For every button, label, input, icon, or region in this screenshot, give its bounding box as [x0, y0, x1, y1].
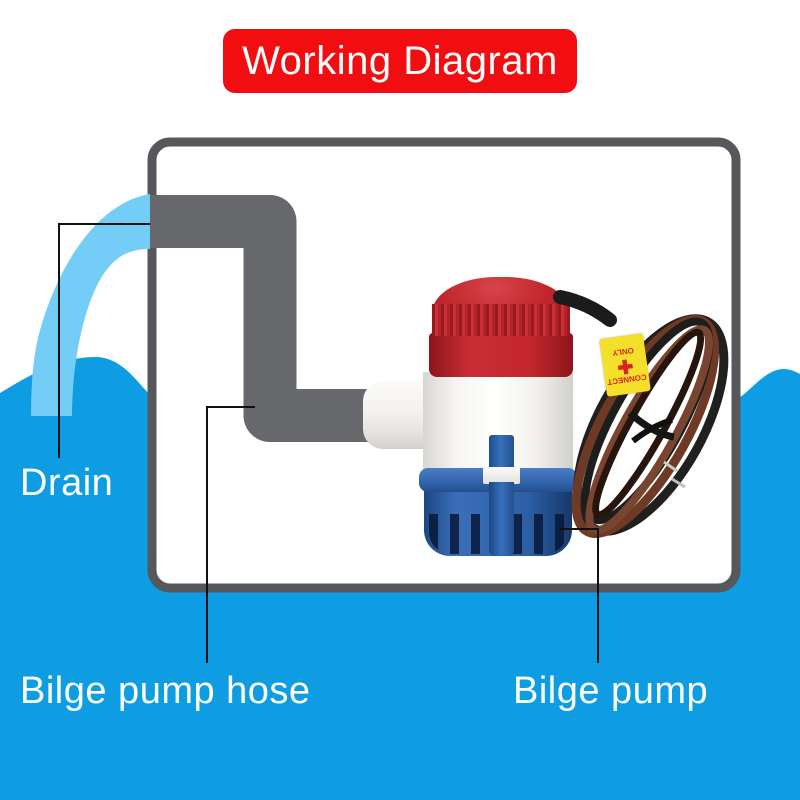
pump-clip-tab [489, 435, 514, 471]
drain-leader-line [58, 223, 150, 458]
bilge-pump-hose-label: Bilge pump hose [20, 670, 311, 712]
pump-cap-knurling [432, 304, 570, 336]
bilge-pump-hose-pipe [148, 195, 432, 442]
hose-leader-line [206, 406, 255, 663]
diagram-title-banner: Working Diagram [223, 29, 577, 93]
drain-water-stream [31, 194, 150, 416]
wire-terminal-tip [663, 460, 678, 473]
pump-leader-line [560, 528, 599, 663]
pump-cap-band [429, 333, 573, 377]
bilge-pump-label: Bilge pump [513, 670, 709, 712]
wire-wrap-2 [631, 417, 673, 444]
wire-terminal-tip-2 [671, 477, 686, 489]
wire-stub [553, 290, 617, 327]
pump-clip-lower [489, 482, 514, 556]
drain-label: Drain [20, 462, 114, 504]
pump-clip-band [483, 467, 520, 484]
